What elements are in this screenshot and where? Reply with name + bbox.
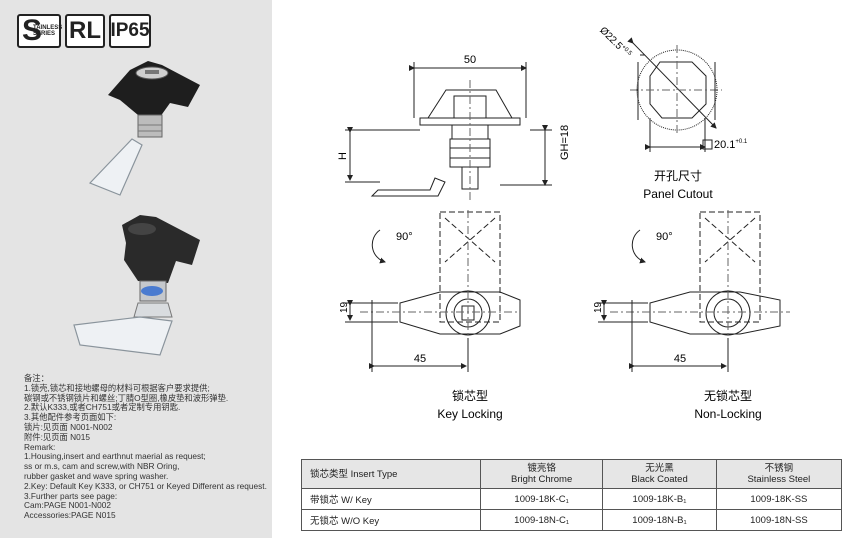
header-bright-chrome-cn: 镀亮铬 bbox=[527, 463, 556, 474]
stainless-letter: S bbox=[22, 14, 43, 47]
non-locking-lock-photo bbox=[73, 215, 200, 356]
dim-h: H bbox=[337, 152, 349, 160]
key-locking-en: Key Locking bbox=[437, 407, 502, 421]
stainless-sub2: SERIES bbox=[33, 31, 56, 37]
rotation-left: 90° bbox=[396, 231, 413, 243]
table-cell: 带锁芯 W/ Key bbox=[301, 488, 481, 510]
key-locking-cn: 锁芯型 bbox=[452, 388, 488, 403]
ip65-badge: IP65 bbox=[109, 14, 151, 48]
key-locking-front-view bbox=[345, 210, 521, 372]
non-locking-en: Non-Locking bbox=[694, 407, 761, 421]
dim-diameter: Ø22.5+0.5 bbox=[597, 25, 633, 61]
non-locking-cn: 无锁芯型 bbox=[704, 388, 752, 403]
header-insert-type: 锁芯类型 Insert Type bbox=[301, 459, 481, 489]
note-line: Cam:PAGE N001-N002 bbox=[24, 500, 111, 511]
note-line: 碳钢或不锈钢锁片和螺丝;丁腈O型圈,橡皮垫和波形弹垫. bbox=[24, 392, 229, 403]
note-line: 锁片:见页面 N001-N002 bbox=[24, 421, 113, 432]
header-black-coated-en: Black Coated bbox=[631, 474, 688, 485]
note-line: 3.其他配件参考页面如下: bbox=[24, 412, 117, 423]
note-line: ss or m.s, cam and screw,with NBR Oring, bbox=[24, 461, 180, 472]
note-line: 1.锁壳,锁芯和接地螺母的材料可根据客户要求提供; bbox=[24, 382, 210, 393]
dim-19-right: 19 bbox=[593, 301, 604, 313]
dim-width-50: 50 bbox=[464, 54, 476, 66]
note-line: 2.默认K333,或者CH751或者定制专用钥匙. bbox=[24, 402, 181, 413]
note-line: 附件:见页面 N015 bbox=[24, 431, 90, 442]
side-view bbox=[345, 62, 552, 200]
table-cell: 1009-18N-C₁ bbox=[479, 509, 604, 531]
note-line: 1.Housing,insert and earthnut maerial as… bbox=[24, 451, 206, 462]
note-line: 3.Further parts see page: bbox=[24, 490, 118, 501]
dim-gh: GH=18 bbox=[559, 125, 571, 160]
note-line: 备注： bbox=[24, 373, 49, 383]
table-cell: 1009-18K-SS bbox=[715, 488, 843, 510]
table-cell: 1009-18K-C₁ bbox=[479, 488, 604, 510]
header-stainless-steel-en: Stainless Steel bbox=[747, 474, 811, 485]
table-row: 带锁芯 W/ Key 1009-18K-C₁ 1009-18K-B₁ 1009-… bbox=[301, 488, 843, 510]
note-line: Remark: bbox=[24, 441, 56, 452]
table-row: 无锁芯 W/O Key 1009-18N-C₁ 1009-18N-B₁ 1009… bbox=[301, 509, 843, 531]
product-photos bbox=[73, 61, 200, 356]
dim-square-value: 20.1 bbox=[714, 139, 735, 151]
dim-diameter-tol: +0.5 bbox=[620, 44, 633, 57]
panel-cutout-cn: 开孔尺寸 bbox=[654, 169, 702, 183]
note-line: 2.Key: Default Key K333, or CH751 or Key… bbox=[24, 480, 267, 491]
non-locking-front-view bbox=[598, 210, 790, 372]
rotation-right: 90° bbox=[656, 231, 673, 243]
dim-square: 20.1+0.1 bbox=[714, 139, 748, 151]
table-cell: 1009-18N-SS bbox=[715, 509, 843, 531]
rl-badge: RL bbox=[65, 14, 105, 48]
panel-cutout-diagram bbox=[627, 37, 722, 152]
header-bright-chrome-en: Bright Chrome bbox=[511, 474, 573, 485]
table-cell: 1009-18N-B₁ bbox=[602, 509, 717, 531]
dim-square-tol: +0.1 bbox=[735, 139, 748, 145]
header-black-coated-cn: 无光黑 bbox=[645, 463, 674, 474]
dim-19-left: 19 bbox=[339, 301, 350, 313]
locking-lock-photo bbox=[88, 61, 200, 196]
technical-drawing: 50 H GH=18 Ø22.5+0.5 20.1+0.1 开孔尺寸 Panel… bbox=[337, 25, 790, 421]
remarks-notes: 备注：1.锁壳,锁芯和接地螺母的材料可根据客户要求提供;碳钢或不锈钢锁片和螺丝;… bbox=[24, 373, 269, 521]
dim-45-left: 45 bbox=[414, 353, 426, 365]
stainless-sub1: TAINLESS bbox=[33, 25, 63, 31]
dim-45-right: 45 bbox=[674, 353, 686, 365]
panel-cutout-en: Panel Cutout bbox=[643, 187, 713, 201]
table-cell: 无锁芯 W/O Key bbox=[301, 509, 481, 531]
note-line: rubber gasket and wave spring washer. bbox=[24, 470, 169, 481]
header-stainless-steel-cn: 不锈钢 bbox=[764, 463, 794, 474]
note-line: Accessories:PAGE N015 bbox=[24, 510, 116, 521]
table-cell: 1009-18K-B₁ bbox=[602, 488, 717, 510]
